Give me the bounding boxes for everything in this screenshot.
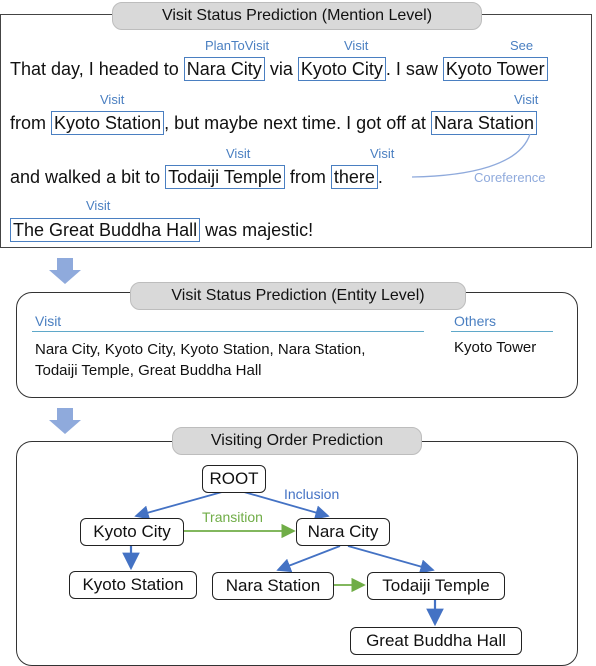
visit-list-line-2: Todaiji Temple, Great Buddha Hall <box>35 362 262 379</box>
mention-todaiji-temple: Todaiji Temple <box>165 165 285 189</box>
coreference-label: Coreference <box>474 170 546 185</box>
mention-nara-city: Nara City <box>183 57 265 81</box>
node-nara-city: Nara City <box>296 518 390 546</box>
text-span: . <box>377 167 383 187</box>
visit-list-line-1: Nara City, Kyoto City, Kyoto Station, Na… <box>35 341 366 358</box>
tag-nara-city: PlanToVisit <box>205 38 270 53</box>
text-span: . I saw <box>385 59 443 79</box>
transition-label: Transition <box>202 509 263 525</box>
inclusion-label: Inclusion <box>284 486 340 502</box>
sentence-line-2: from Kyoto Station, but maybe next time.… <box>10 111 537 135</box>
text-span: from <box>10 113 52 133</box>
tag-nara-station: Visit <box>514 92 539 107</box>
visit-list-label: Visit <box>35 313 62 329</box>
text-span: via <box>264 59 298 79</box>
text-span: , but maybe next time. I got off at <box>164 113 431 133</box>
mention-there: there <box>330 165 378 189</box>
mention-great-buddha-hall: The Great Buddha Hall <box>10 218 201 242</box>
node-todaiji-temple: Todaiji Temple <box>367 572 505 600</box>
mention-level-title: Visit Status Prediction (Mention Level) <box>112 2 482 30</box>
tag-kyoto-city: Visit <box>344 38 369 53</box>
visit-list-rule <box>32 331 424 332</box>
text-span: and walked a bit to <box>10 167 166 187</box>
sentence-line-1: That day, I headed to Nara City via Kyot… <box>10 57 548 81</box>
visiting-order-title: Visiting Order Prediction <box>172 427 422 455</box>
mention-kyoto-city: Kyoto City <box>297 57 386 81</box>
tag-kyoto-station: Visit <box>100 92 125 107</box>
mention-kyoto-station: Kyoto Station <box>51 111 165 135</box>
tag-kyoto-tower: See <box>510 38 534 53</box>
tag-there: Visit <box>370 146 395 161</box>
tag-great-buddha-hall: Visit <box>86 198 111 213</box>
others-list-rule <box>451 331 553 332</box>
text-span: from <box>284 167 331 187</box>
mention-nara-station: Nara Station <box>430 111 537 135</box>
others-list-text: Kyoto Tower <box>454 339 537 356</box>
entity-level-title: Visit Status Prediction (Entity Level) <box>130 282 466 310</box>
node-great-buddha-hall: Great Buddha Hall <box>350 627 522 655</box>
text-span: was majestic! <box>200 220 314 240</box>
text-span: That day, I headed to <box>10 59 184 79</box>
node-kyoto-city: Kyoto City <box>80 518 184 546</box>
mention-kyoto-tower: Kyoto Tower <box>442 57 548 81</box>
others-list-label: Others <box>454 313 497 329</box>
node-root: ROOT <box>202 465 266 493</box>
sentence-line-3: and walked a bit to Todaiji Temple from … <box>10 165 383 189</box>
sentence-line-4: The Great Buddha Hall was majestic! <box>10 218 313 242</box>
tag-todaiji-temple: Visit <box>226 146 251 161</box>
node-nara-station: Nara Station <box>212 572 334 600</box>
node-kyoto-station: Kyoto Station <box>69 571 197 599</box>
